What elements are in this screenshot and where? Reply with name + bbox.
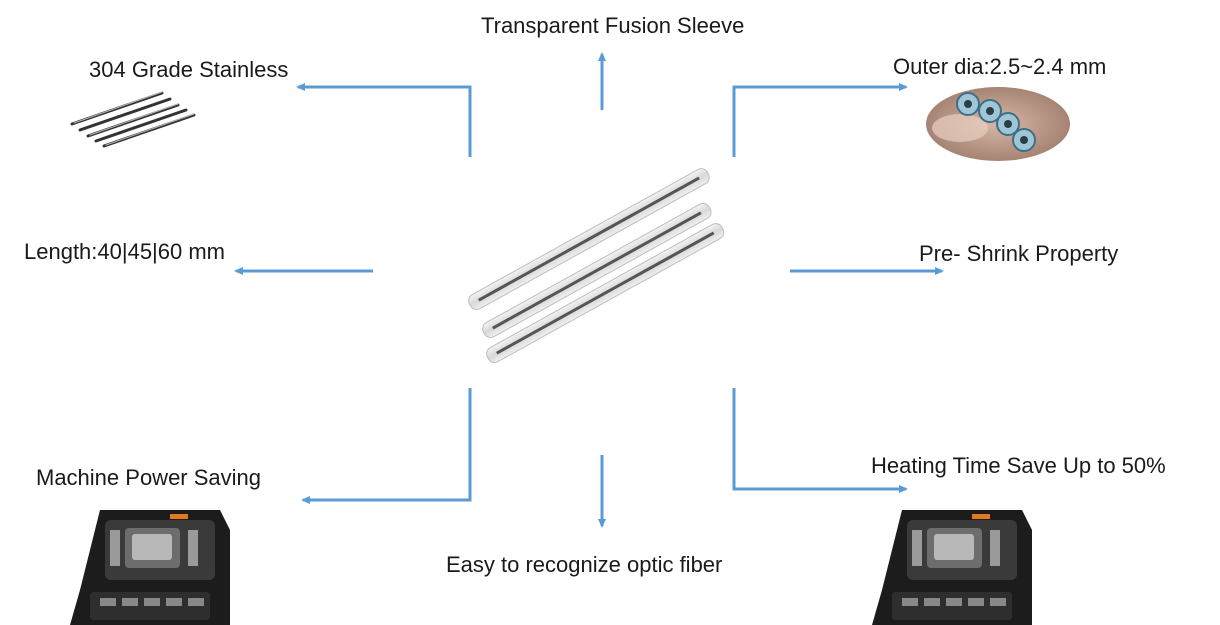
- fusion-splicer-icon: [70, 510, 230, 625]
- arrow-top-left: [296, 83, 472, 157]
- label-machine-power-saving: Machine Power Saving: [36, 465, 262, 490]
- fusion-sleeves-icon: [468, 168, 725, 363]
- arrows: [234, 52, 944, 528]
- arrow-top-right: [732, 83, 908, 157]
- label-pre-shrink: Pre- Shrink Property: [919, 241, 1119, 266]
- sleeve-cross-section-icon: [926, 87, 1070, 161]
- arrow-bottom-left: [301, 388, 472, 504]
- label-easy-recognize: Easy to recognize optic fiber: [446, 552, 723, 577]
- label-transparent-fusion-sleeve: Transparent Fusion Sleeve: [481, 13, 745, 38]
- label-length: Length:40|45|60 mm: [24, 239, 226, 264]
- label-stainless-grade: 304 Grade Stainless: [89, 57, 289, 82]
- arrow-bottom-right: [732, 388, 908, 493]
- stainless-rods-icon: [70, 91, 196, 148]
- label-heating-time: Heating Time Save Up to 50%: [871, 453, 1166, 478]
- fusion-splicer-icon: [872, 510, 1032, 625]
- label-outer-diameter: Outer dia:2.5~2.4 mm: [893, 54, 1107, 79]
